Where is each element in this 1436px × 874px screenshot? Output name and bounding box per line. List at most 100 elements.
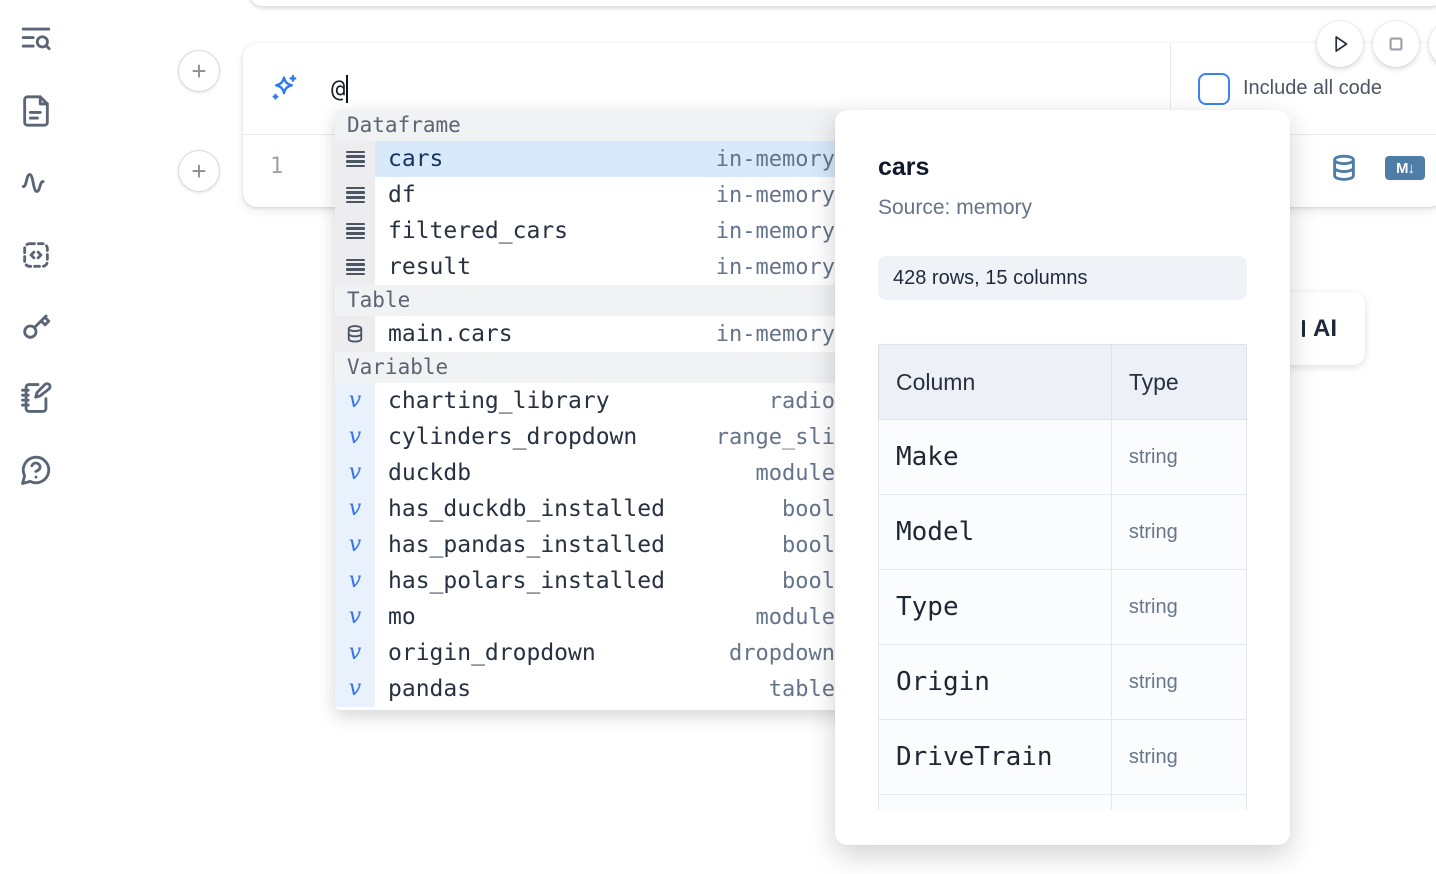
more-actions-button[interactable] — [1429, 21, 1436, 67]
autocomplete-item[interactable]: v has_polars_installed bool — [335, 563, 847, 599]
variable-icon: v — [335, 563, 375, 599]
item-name: cylinders_dropdown — [388, 424, 638, 450]
dataframe-rows-icon — [335, 177, 375, 213]
dataframe-rows-icon — [335, 213, 375, 249]
ai-button-label: AI — [1313, 314, 1337, 342]
ai-button-glyph — [1302, 320, 1305, 337]
item-name: mo — [388, 604, 416, 630]
item-type: in-memory — [715, 321, 835, 347]
schema-column-name: Origin — [878, 644, 1112, 720]
item-type: bool — [782, 532, 835, 558]
autocomplete-item[interactable]: result in-memory — [335, 249, 847, 285]
help-chat-icon[interactable] — [19, 453, 53, 487]
code-cell-icon[interactable] — [19, 238, 53, 272]
list-search-icon[interactable] — [19, 22, 53, 56]
database-icon[interactable] — [1329, 153, 1359, 183]
autocomplete-item[interactable]: cars in-memory — [335, 141, 847, 177]
include-all-code-checkbox[interactable] — [1198, 72, 1230, 105]
schema-column-name: Make — [878, 419, 1112, 495]
stop-cell-button[interactable] — [1373, 21, 1419, 67]
add-cell-below-button[interactable]: + — [178, 150, 220, 192]
add-cell-above-button[interactable]: + — [178, 50, 220, 92]
item-name: cars — [388, 146, 444, 172]
schema-column-type: string — [1110, 644, 1247, 720]
item-name: has_duckdb_installed — [388, 496, 665, 522]
run-cell-button[interactable] — [1317, 21, 1363, 67]
stop-icon — [1389, 37, 1403, 51]
ai-prompt-input[interactable]: @ — [331, 71, 349, 107]
variable-icon: v — [335, 671, 375, 707]
dataframe-rows-icon — [335, 141, 375, 177]
schema-column-type: string — [1110, 569, 1247, 645]
line-number: 1 — [270, 154, 284, 179]
text-cursor — [346, 75, 349, 103]
item-name: charting_library — [388, 388, 610, 414]
code-editor-row[interactable]: 1 M↓ — [243, 135, 1436, 207]
markdown-icon[interactable]: M↓ — [1385, 156, 1425, 180]
key-icon[interactable] — [19, 309, 53, 343]
shape-badge: 428 rows, 15 columns — [878, 256, 1247, 300]
item-name: result — [388, 254, 472, 280]
schema-column-type: string — [1110, 494, 1247, 570]
autocomplete-item[interactable]: filtered_cars in-memory — [335, 213, 847, 249]
item-type: in-memory — [715, 218, 835, 244]
scratchpad-icon[interactable] — [19, 381, 53, 415]
autocomplete-section-header: Table — [335, 285, 847, 316]
item-type: dropdown — [729, 640, 835, 666]
autocomplete-item[interactable]: v has_duckdb_installed bool — [335, 491, 847, 527]
item-name: has_pandas_installed — [388, 532, 665, 558]
play-icon — [1335, 36, 1348, 52]
file-document-icon[interactable] — [19, 94, 53, 128]
item-name: has_polars_installed — [388, 568, 665, 594]
item-type: in-memory — [715, 146, 835, 172]
variable-icon: v — [335, 455, 375, 491]
item-type: bool — [782, 496, 835, 522]
variable-icon: v — [335, 383, 375, 419]
item-name: duckdb — [388, 460, 472, 486]
item-name: df — [388, 182, 416, 208]
cell-action-icons: M↓ — [1329, 153, 1425, 183]
item-type: module — [755, 604, 835, 630]
preview-source: Source: memory — [878, 196, 1033, 219]
schema-column-type: string — [1110, 719, 1247, 795]
variable-icon: v — [335, 491, 375, 527]
item-type: bool — [782, 568, 835, 594]
schema-column-type: string — [1110, 419, 1247, 495]
include-all-code-toggle[interactable]: Include all code — [1198, 43, 1382, 134]
include-all-code-label: Include all code — [1243, 77, 1382, 99]
variable-icon: v — [335, 599, 375, 635]
dataframe-rows-icon — [335, 249, 375, 285]
schema-column-name: DriveTrain — [878, 719, 1112, 795]
item-type: table — [768, 676, 835, 702]
ai-sparkle-icon — [268, 72, 300, 104]
item-name: pandas — [388, 676, 472, 702]
activity-icon[interactable] — [19, 166, 53, 200]
autocomplete-section-header: Dataframe — [335, 110, 847, 141]
item-type: in-memory — [715, 254, 835, 280]
schema-column-name: Type — [878, 569, 1112, 645]
autocomplete-item[interactable]: main.cars in-memory — [335, 316, 847, 352]
autocomplete-section-header: Variable — [335, 352, 847, 383]
dataframe-preview-popup: cars Source: memory 428 rows, 15 columns… — [835, 110, 1290, 845]
item-name: filtered_cars — [388, 218, 569, 244]
item-name: main.cars — [388, 321, 513, 347]
schema-column-name — [878, 794, 1112, 810]
database-icon — [335, 316, 375, 352]
variable-icon: v — [335, 419, 375, 455]
